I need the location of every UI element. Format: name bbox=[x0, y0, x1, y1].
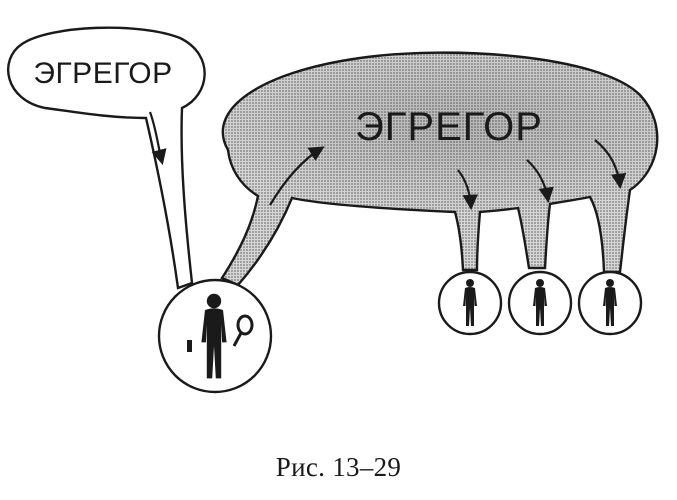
arrow-egregor-to-follower-2 bbox=[526, 159, 554, 204]
large-egregor-label: ЭГРЕГОР bbox=[355, 105, 543, 149]
arrow-person-to-egregor bbox=[269, 146, 325, 206]
follower-1 bbox=[437, 270, 503, 336]
person-with-racket-icon bbox=[187, 293, 254, 379]
main-person bbox=[157, 278, 273, 394]
follower-3 bbox=[577, 270, 643, 336]
arrow-egregor-to-follower-1 bbox=[457, 169, 478, 211]
arrow-egregor-to-follower-3 bbox=[594, 139, 627, 190]
large-egregor: ЭГРЕГОР bbox=[220, 51, 659, 287]
small-egregor: ЭГРЕГОР bbox=[7, 26, 206, 290]
small-egregor-label: ЭГРЕГОР bbox=[33, 57, 172, 90]
arrow-small-to-person bbox=[148, 111, 167, 165]
follower-2 bbox=[507, 270, 573, 336]
flow-arrows bbox=[148, 111, 627, 211]
figure-caption: Рис. 13–29 bbox=[275, 452, 402, 482]
